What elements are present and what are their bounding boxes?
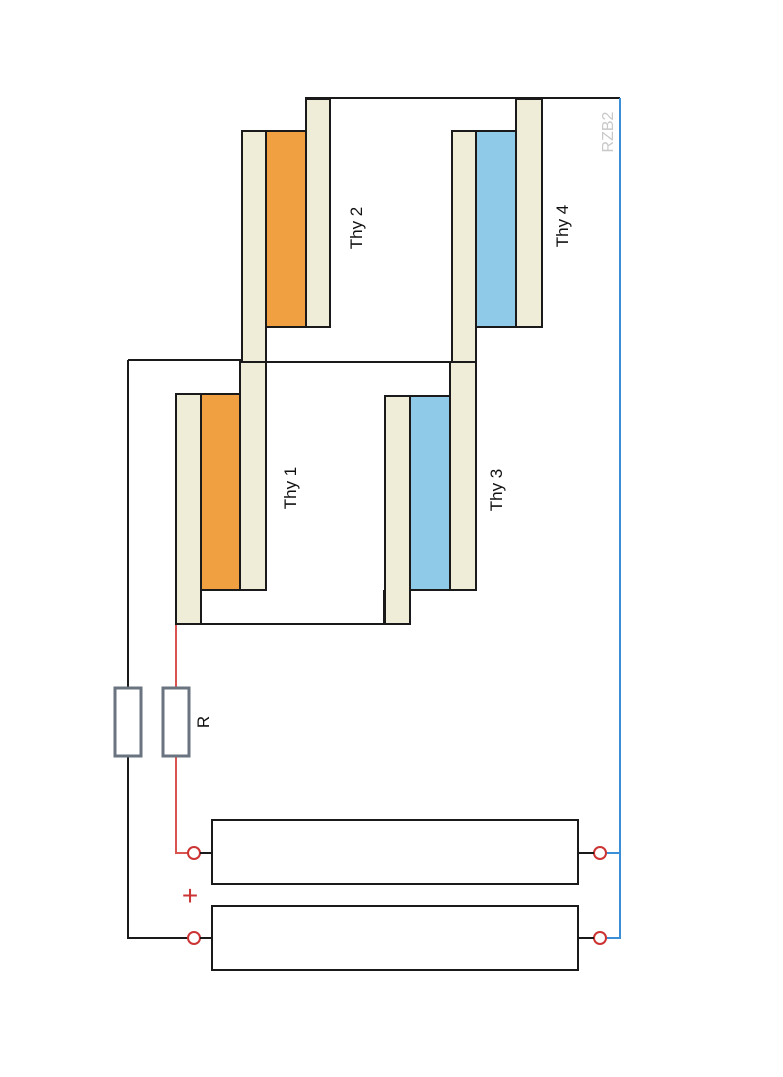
thy1-core bbox=[200, 393, 241, 591]
thy4-core bbox=[475, 130, 517, 328]
terminal-lower-right bbox=[593, 931, 607, 945]
terminal-upper-right bbox=[593, 846, 607, 860]
wire-bottom-link bbox=[200, 590, 385, 625]
thy4-plate-left bbox=[451, 130, 477, 363]
thy2-core bbox=[265, 130, 307, 328]
wire-positive-red bbox=[175, 624, 188, 854]
thy2-label: Thy 2 bbox=[347, 207, 366, 250]
thy4-plate-right bbox=[515, 98, 543, 328]
terminal-box-lower bbox=[211, 905, 579, 971]
thy2-plate-right bbox=[305, 98, 331, 328]
thy3-label: Thy 3 bbox=[487, 469, 506, 512]
thyristor-1 bbox=[175, 359, 267, 625]
thy1-plate-left bbox=[175, 393, 202, 625]
resistor-R bbox=[161, 686, 191, 758]
thy3-core bbox=[409, 395, 451, 591]
terminal-upper-left bbox=[187, 846, 201, 860]
thyristor-2 bbox=[241, 98, 331, 363]
plus-sign: + bbox=[182, 880, 198, 911]
thy3-plate-right bbox=[449, 361, 477, 591]
resistor-label: R bbox=[194, 716, 213, 728]
thy2-plate-left bbox=[241, 130, 267, 363]
terminal-box-upper bbox=[211, 819, 579, 885]
thyristor-3 bbox=[384, 361, 477, 625]
watermark: RZB2 bbox=[600, 111, 617, 152]
thy4-label: Thy 4 bbox=[553, 205, 572, 248]
terminals bbox=[187, 846, 607, 945]
thy1-label: Thy 1 bbox=[281, 467, 300, 510]
thyristor-4 bbox=[451, 98, 543, 363]
thy3-plate-left bbox=[384, 395, 411, 625]
wire-return-blue bbox=[606, 98, 621, 939]
terminal-lower-left bbox=[187, 931, 201, 945]
resistor-upper bbox=[113, 686, 143, 758]
thy1-plate-right bbox=[239, 359, 267, 591]
wire-top-right bbox=[305, 97, 620, 99]
wire-left-loop bbox=[127, 360, 188, 939]
